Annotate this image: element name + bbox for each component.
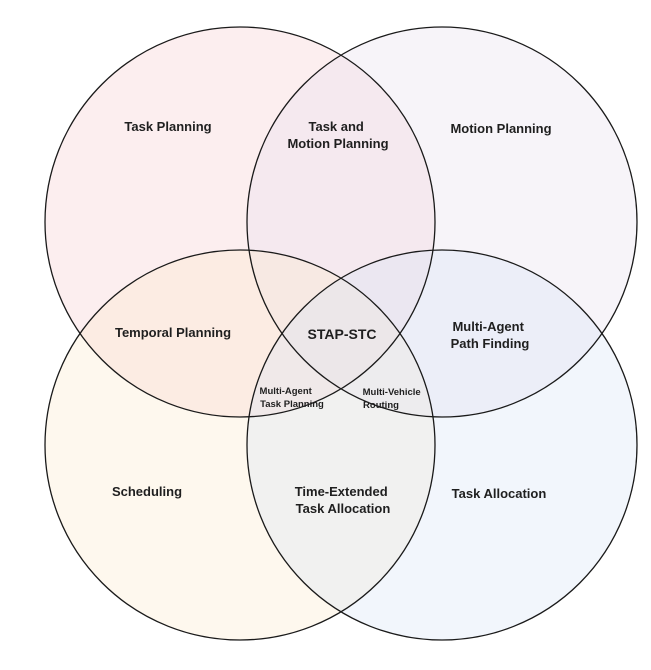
- label-motion-planning: Motion Planning: [450, 121, 551, 136]
- label-task-and-motion-planning: Task and Motion Planning: [287, 119, 388, 151]
- circle-fills: [45, 27, 637, 640]
- outline-task-allocation: [246, 249, 638, 641]
- label-multi-vehicle-routing: Multi-Vehicle Routing: [363, 387, 424, 411]
- label-task-allocation: Task Allocation: [452, 486, 547, 501]
- set-labels: Task Planning Motion Planning Scheduling…: [112, 119, 552, 501]
- label-task-planning: Task Planning: [124, 119, 211, 134]
- label-multi-agent-task-planning: Multi-Agent Task Planning: [260, 386, 324, 410]
- circle-motion-planning: [247, 27, 637, 417]
- circle-scheduling: [45, 250, 435, 640]
- circle-task-allocation: [247, 250, 637, 640]
- outline-scheduling: [44, 249, 436, 641]
- outline-motion-planning: [246, 26, 638, 418]
- label-time-extended-task-allocation: Time-Extended Task Allocation: [295, 484, 392, 516]
- label-multi-agent-path-finding: Multi-Agent Path Finding: [451, 319, 530, 351]
- label-stap-stc: STAP-STC: [308, 326, 377, 342]
- label-temporal-planning: Temporal Planning: [115, 325, 231, 340]
- circle-task-planning: [45, 27, 435, 417]
- region-labels: Task and Motion Planning Temporal Planni…: [115, 119, 529, 516]
- outline-task-planning: [44, 26, 436, 418]
- label-scheduling: Scheduling: [112, 484, 182, 499]
- circle-outlines: [44, 26, 638, 641]
